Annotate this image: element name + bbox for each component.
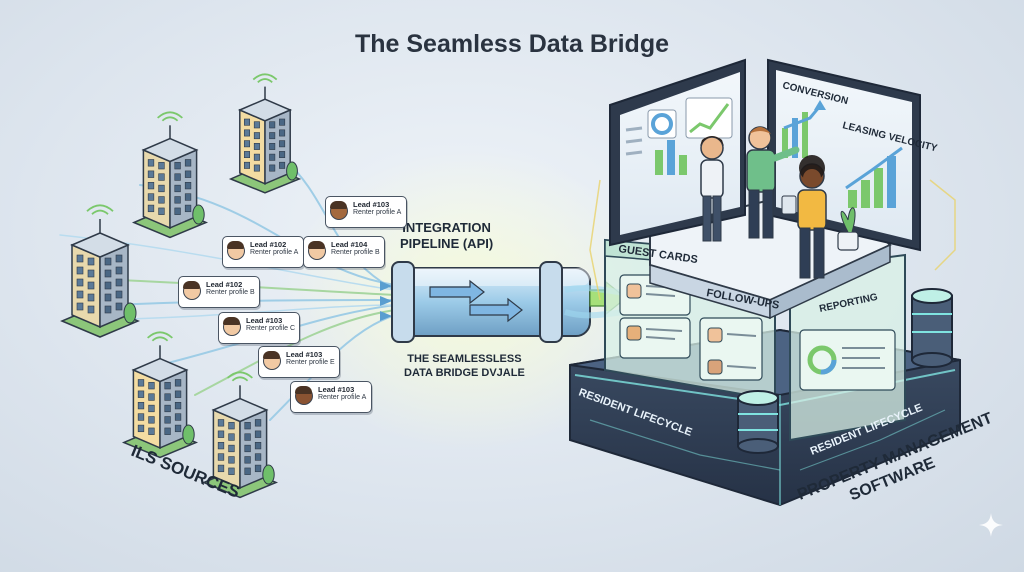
integration-pipeline [391, 261, 641, 343]
pipeline-label-top: INTEGRATION PIPELINE (API) [400, 220, 493, 252]
renter-avatar [223, 317, 241, 336]
lead-subtitle: Renter profile A [353, 209, 402, 216]
lead-title: Lead #102 [250, 240, 287, 249]
renter-avatar [295, 386, 313, 405]
renter-avatar [330, 201, 348, 220]
lead-card: Lead #103 Renter profile C [218, 312, 300, 344]
lead-title: Lead #103 [286, 350, 323, 359]
pipeline-label-top-line1: INTEGRATION [402, 220, 491, 235]
lead-title: Lead #104 [331, 240, 368, 249]
renter-avatar [308, 241, 326, 260]
lead-card: Lead #103 Renter profile A [290, 381, 372, 413]
lead-subtitle: Renter profile B [331, 249, 380, 256]
ils-buildings [60, 73, 302, 499]
pipeline-label-bottom-line1: THE SEAMLESSLESS [407, 353, 522, 365]
pms-platform [569, 58, 961, 507]
ils-building [121, 331, 199, 459]
lead-card: Lead #103 Renter profile E [258, 346, 340, 378]
ils-building [201, 371, 279, 499]
sparkle-icon [979, 513, 1003, 537]
lead-subtitle: Renter profile C [246, 325, 296, 332]
renter-avatar [227, 241, 245, 260]
ils-building [228, 73, 302, 194]
lead-title: Lead #103 [246, 316, 283, 325]
pipeline-label-bottom: THE SEAMLESSLESS DATA BRIDGE DVJALE [404, 352, 525, 380]
renter-avatar [183, 281, 201, 300]
lead-card: Lead #104 Renter profile B [303, 236, 385, 268]
lead-card: Lead #103 Renter profile A [325, 196, 407, 228]
team-figures [700, 126, 859, 279]
diagram-title: The Seamless Data Bridge [354, 30, 669, 58]
lead-title: Lead #103 [353, 200, 390, 209]
ils-building [131, 111, 209, 239]
lead-title: Lead #103 [318, 385, 355, 394]
lead-subtitle: Renter profile A [318, 394, 367, 401]
database-cylinders [737, 288, 953, 454]
lead-card: Lead #102 Renter profile B [178, 276, 260, 308]
lead-subtitle: Renter profile E [286, 359, 335, 366]
lead-subtitle: Renter profile B [206, 289, 255, 296]
lead-subtitle: Renter profile A [250, 249, 299, 256]
ils-building [60, 204, 140, 338]
lead-card: Lead #102 Renter profile A [222, 236, 304, 268]
lead-title: Lead #102 [206, 280, 243, 289]
renter-avatar [263, 351, 281, 370]
pipeline-label-bottom-line2: DATA BRIDGE DVJALE [404, 367, 525, 379]
pipeline-label-top-line2: PIPELINE (API) [400, 236, 494, 251]
